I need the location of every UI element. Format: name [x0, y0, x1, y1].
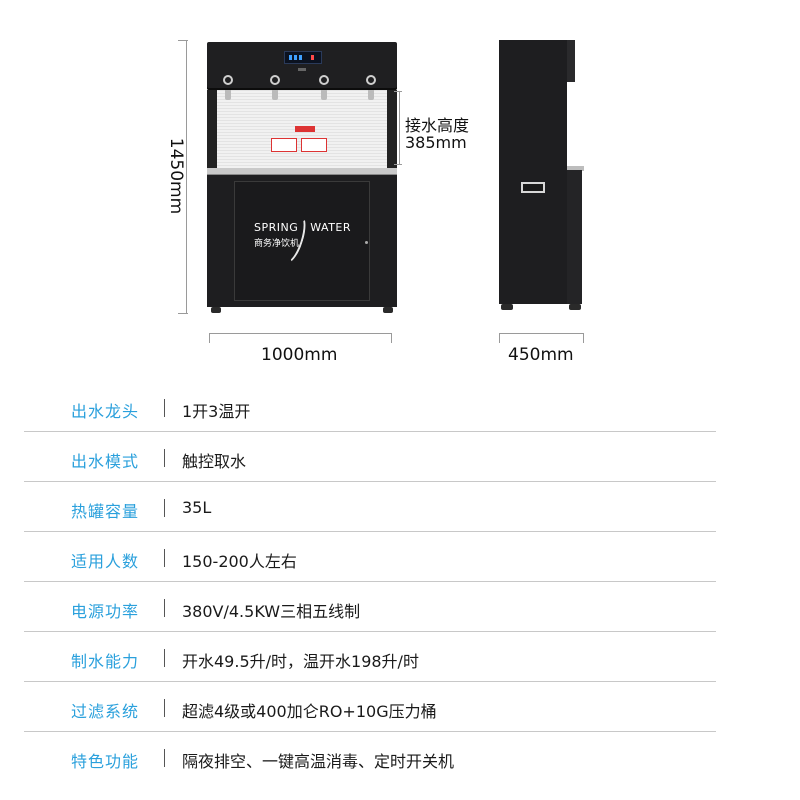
spec-key: 过滤系统 — [71, 702, 140, 721]
clearance-dimension-line — [399, 91, 400, 164]
height-dimension-tick-top — [178, 40, 188, 41]
tap-button-1 — [223, 75, 233, 85]
height-dimension-line — [186, 40, 187, 313]
spec-key: 特色功能 — [71, 752, 140, 771]
spec-key: 出水模式 — [71, 452, 140, 471]
spec-divider — [164, 749, 165, 767]
spec-key: 适用人数 — [71, 552, 140, 571]
brand-name-cn: 商务净饮机 — [254, 239, 300, 249]
side-view — [499, 40, 589, 312]
width-tick-right — [391, 333, 392, 343]
height-dimension-label: 1450mm — [166, 137, 186, 215]
side-tray-ledge — [567, 166, 584, 171]
spec-key: 制水能力 — [71, 652, 140, 671]
side-body — [499, 40, 567, 304]
spec-value: 35L — [182, 498, 212, 517]
clearance-tick-bottom — [394, 164, 402, 165]
clearance-tick-top — [394, 91, 402, 92]
spec-table: 出水龙头 1开3温开 出水模式 触控取水 热罐容量 35L 适用人数 150-2… — [24, 382, 716, 782]
spec-key: 电源功率 — [71, 602, 140, 621]
spec-divider — [164, 599, 165, 617]
faucet-2 — [272, 90, 278, 100]
digital-display — [284, 51, 322, 64]
warning-sticker-2 — [301, 138, 327, 152]
product-illustration: 1450mm SPRING WATER 商 — [0, 0, 800, 380]
cabinet-door — [234, 181, 370, 301]
tap-button-3 — [319, 75, 329, 85]
spec-row: 出水模式 触控取水 — [24, 432, 716, 482]
right-pillar — [387, 90, 397, 168]
spec-key: 热罐容量 — [71, 502, 140, 521]
faucet-1 — [225, 90, 231, 100]
spec-divider — [164, 549, 165, 567]
foot-right — [383, 307, 393, 313]
side-lower-panel — [567, 170, 582, 304]
drip-tray — [207, 168, 397, 175]
depth-tick-left — [499, 333, 500, 343]
spec-divider — [164, 399, 165, 417]
spec-value: 触控取水 — [182, 452, 247, 471]
side-foot-left — [501, 304, 513, 310]
depth-dimension-label: 450mm — [508, 345, 574, 365]
front-view: SPRING WATER 商务净饮机 — [207, 42, 397, 313]
brand-name-en: SPRING WATER — [254, 221, 352, 234]
faucet-4 — [368, 90, 374, 100]
spec-value: 开水49.5升/时，温开水198升/时 — [182, 652, 419, 671]
clearance-label: 接水高度 — [405, 116, 470, 135]
lower-cabinet: SPRING WATER 商务净饮机 — [207, 175, 397, 307]
spec-row: 热罐容量 35L — [24, 482, 716, 532]
faucet-3 — [321, 90, 327, 100]
spec-divider — [164, 699, 165, 717]
door-lock — [365, 241, 368, 244]
spec-row: 特色功能 隔夜排空、一键高温消毒、定时开关机 — [24, 732, 716, 782]
clearance-value: 385mm — [405, 133, 467, 152]
spec-row: 制水能力 开水49.5升/时，温开水198升/时 — [24, 632, 716, 682]
panel-logo — [298, 68, 306, 71]
spec-divider — [164, 449, 165, 467]
side-top-cap — [567, 40, 575, 82]
spec-value: 150-200人左右 — [182, 552, 297, 571]
spec-key: 出水龙头 — [71, 402, 140, 421]
spec-value: 1开3温开 — [182, 402, 251, 421]
left-pillar — [207, 90, 217, 168]
spec-row: 出水龙头 1开3温开 — [24, 382, 716, 432]
warning-sticker-1 — [271, 138, 297, 152]
height-dimension-tick-bottom — [178, 313, 188, 314]
spec-value: 380V/4.5KW三相五线制 — [182, 602, 361, 621]
side-handle — [521, 182, 545, 193]
foot-left — [211, 307, 221, 313]
top-control-panel — [207, 42, 397, 90]
side-foot-right — [569, 304, 581, 310]
tap-button-2 — [270, 75, 280, 85]
spec-row: 电源功率 380V/4.5KW三相五线制 — [24, 582, 716, 632]
spec-value: 隔夜排空、一键高温消毒、定时开关机 — [182, 752, 455, 771]
width-tick-left — [209, 333, 210, 343]
spec-row: 适用人数 150-200人左右 — [24, 532, 716, 582]
spec-divider — [164, 649, 165, 667]
depth-dimension-line — [499, 333, 584, 334]
spec-divider — [164, 499, 165, 517]
width-dimension-label: 1000mm — [261, 345, 338, 365]
spec-row: 过滤系统 超滤4级或400加仑RO+10G压力桶 — [24, 682, 716, 732]
warning-sticker-red — [295, 126, 315, 132]
tap-button-4 — [366, 75, 376, 85]
depth-tick-right — [583, 333, 584, 343]
width-dimension-line — [209, 333, 392, 334]
spec-value: 超滤4级或400加仑RO+10G压力桶 — [182, 702, 437, 721]
